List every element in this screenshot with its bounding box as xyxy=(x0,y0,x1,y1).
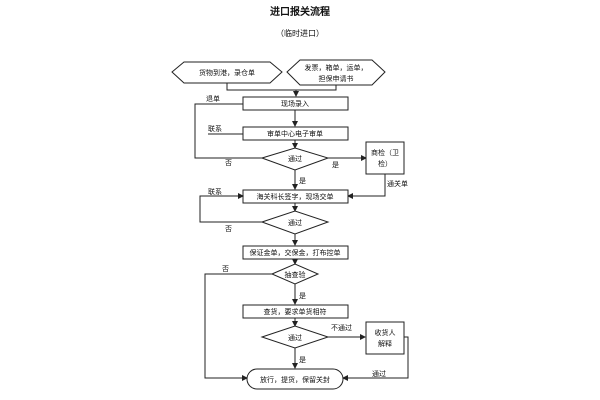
diagram-title: 进口报关流程 xyxy=(270,5,330,18)
goods-inspect-label: 查货，要求单货相符 xyxy=(264,307,327,316)
refund-loop xyxy=(194,103,262,159)
inspect-label-1: 商检（卫 xyxy=(371,148,399,157)
inspect-box xyxy=(365,141,405,175)
skip-inspection-path xyxy=(204,273,272,381)
no-pass-label: 不通过 xyxy=(331,323,352,332)
contact-loop-2 xyxy=(199,193,262,223)
check-diamond xyxy=(270,263,320,285)
yes2-label: 是 xyxy=(299,177,306,185)
merge-connector xyxy=(226,83,337,91)
deposit-label: 保证金单，交保金，打布控单 xyxy=(250,248,341,257)
diagram-subtitle: （临时进口） xyxy=(276,28,324,38)
docs-node xyxy=(286,59,386,86)
inspect-label-2: 检） xyxy=(378,159,392,168)
refund-label: 退单 xyxy=(206,94,220,103)
contact-label-2: 联系 xyxy=(208,187,222,196)
no1-label: 否 xyxy=(225,159,232,167)
no2-label: 否 xyxy=(225,225,232,233)
no3-label: 否 xyxy=(222,265,229,273)
yes3-label: 是 xyxy=(299,292,306,300)
pass2-diamond xyxy=(260,210,330,235)
consignee-box xyxy=(365,321,405,355)
consignee-label-1: 收货人 xyxy=(375,328,396,337)
sign-label: 海关科长签字，现场交单 xyxy=(257,192,334,201)
entry-label: 现场录入 xyxy=(281,99,309,108)
docs-label-2: 担保申请书 xyxy=(319,74,354,83)
check-label: 抽查验 xyxy=(285,270,306,279)
consignee-label-2: 解释 xyxy=(378,339,392,348)
arrive-node xyxy=(171,61,283,84)
pass-customs-label: 通关单 xyxy=(387,179,408,188)
release-label: 放行，提货，保留关封 xyxy=(260,375,330,384)
yes1-label: 是 xyxy=(332,161,339,169)
review-label: 审单中心电子审单 xyxy=(267,129,323,138)
docs-label-1: 发票，箱单，运单， xyxy=(305,63,368,72)
arrow-inspect-to-sign xyxy=(347,174,386,199)
arrive-label: 货物到港，录仓单 xyxy=(199,68,255,77)
yes4-label: 是 xyxy=(299,356,306,364)
contact-label-1: 联系 xyxy=(208,124,222,133)
release-box xyxy=(246,368,344,390)
pass-final-label: 通过 xyxy=(372,369,386,378)
arrow-consignee-to-release xyxy=(342,336,409,381)
pass1-label: 通过 xyxy=(288,154,302,163)
pass2-label: 通过 xyxy=(288,218,302,227)
pass3-label: 通过 xyxy=(288,333,302,342)
